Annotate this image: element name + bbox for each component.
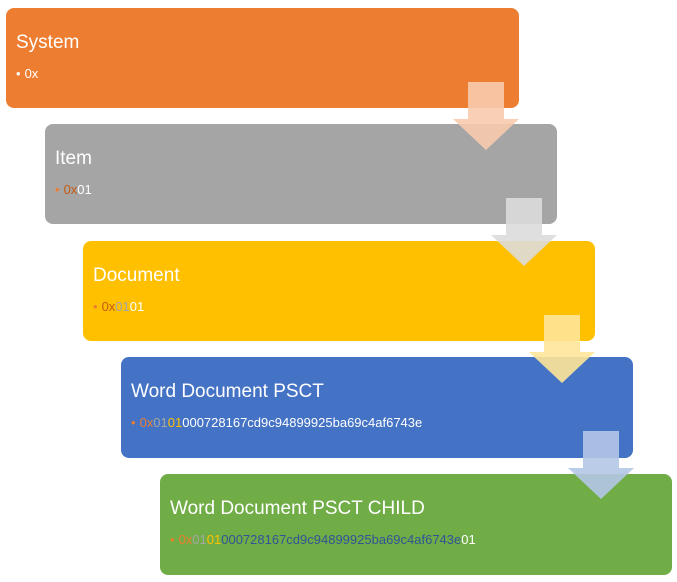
down-arrow-icon [529, 315, 595, 383]
box-title: System [16, 32, 80, 53]
id-segment: 0x [24, 66, 39, 81]
box-word-document-psct: Word Document PSCT •0x0101000728167cd9c9… [121, 357, 633, 458]
id-segment: 01 [461, 532, 476, 547]
box-title: Document [93, 265, 180, 286]
content-type-id: •0x01 [55, 182, 92, 198]
arrow-shape [491, 198, 557, 266]
down-arrow-icon [453, 82, 519, 150]
content-type-id: •0x0101 [93, 299, 144, 315]
box-document: Document •0x0101 [83, 241, 595, 341]
down-arrow-icon [491, 198, 557, 266]
content-type-id: • 0x [16, 66, 38, 82]
id-segments: 0x0101000728167cd9c94899925ba69c4af6743e… [179, 532, 476, 547]
id-segment: 01 [167, 415, 183, 430]
id-segment: 000728167cd9c94899925ba69c4af6743e [182, 415, 423, 430]
id-segment: 01 [192, 532, 207, 547]
box-title: Word Document PSCT [131, 381, 324, 402]
content-type-id: •0x0101000728167cd9c94899925ba69c4af6743… [170, 532, 476, 548]
id-segment: 01 [129, 299, 145, 314]
id-segment: 01 [77, 182, 92, 197]
arrow-shape [568, 431, 634, 499]
id-segments: 0x0101000728167cd9c94899925ba69c4af6743e [140, 415, 423, 430]
box-item: Item •0x01 [45, 124, 557, 224]
id-segment: 0x [63, 182, 78, 197]
id-segment: 01 [206, 532, 222, 547]
box-title: Item [55, 148, 92, 169]
box-system: System • 0x [6, 8, 519, 108]
box-title: Word Document PSCT CHILD [170, 498, 425, 519]
bullet-icon: • [170, 532, 175, 547]
id-segment: 000728167cd9c94899925ba69c4af6743e [221, 532, 462, 547]
id-segment: 01 [153, 415, 168, 430]
down-arrow-icon [568, 431, 634, 499]
content-type-id: •0x0101000728167cd9c94899925ba69c4af6743… [131, 415, 422, 431]
bullet-icon: • [131, 415, 136, 430]
id-segments: 0x [25, 66, 39, 81]
arrow-shape [529, 315, 595, 383]
id-segments: 0x0101 [102, 299, 145, 314]
box-word-document-psct-child: Word Document PSCT CHILD •0x010100072816… [160, 474, 672, 575]
bullet-icon: • [93, 299, 98, 314]
id-segments: 0x01 [64, 182, 92, 197]
arrow-shape [453, 82, 519, 150]
id-segment: 0x [139, 415, 154, 430]
bullet-icon: • [16, 66, 21, 81]
id-segment: 01 [115, 299, 130, 314]
id-segment: 0x [178, 532, 193, 547]
bullet-icon: • [55, 182, 60, 197]
id-segment: 0x [101, 299, 116, 314]
